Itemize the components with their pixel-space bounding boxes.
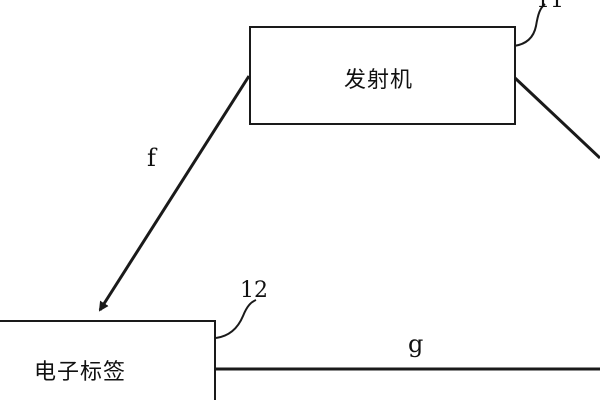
ref-12-leader [215, 299, 257, 339]
transmitter-label: 发射机 [344, 68, 414, 93]
transmitter-box: 发射机 [249, 26, 516, 125]
transmitter-right-connector [513, 76, 600, 160]
edge-label-g: g [408, 330, 424, 358]
edge-label-f: f [147, 144, 156, 172]
ref-number-11: 11 [536, 0, 564, 13]
ref-number-12: 12 [240, 278, 268, 303]
ref-11-leader [513, 3, 546, 47]
tag-box: 电子标签 [0, 320, 216, 400]
arrow-f [98, 75, 251, 312]
tag-label: 电子标签 [34, 360, 127, 385]
